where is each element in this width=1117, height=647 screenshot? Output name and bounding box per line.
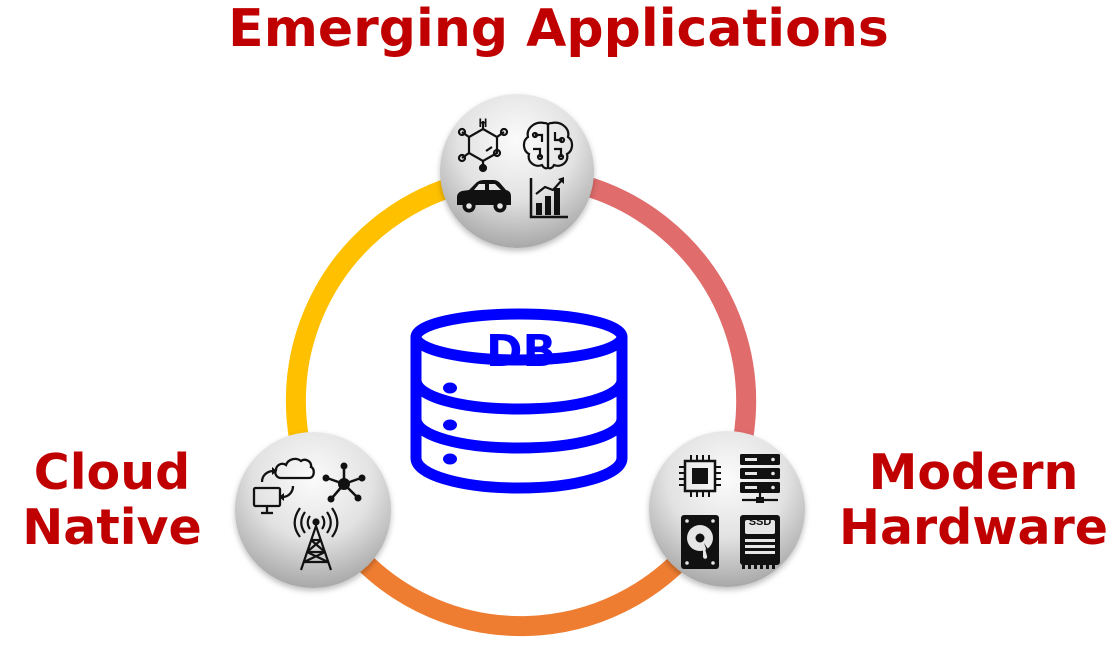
cloud-sync-monitor-icon [252,457,315,515]
database-icon [410,308,628,494]
car-icon [457,180,511,213]
ring-arc-cloud-to-hardware [353,542,698,637]
modern-hardware-node: SSD [649,431,805,587]
db-label: DB [486,326,556,377]
cloud-native-label: Cloud Native [0,444,224,556]
cell-tower-icon [293,507,339,571]
brain-circuit-icon [522,121,574,170]
emerging-applications-label: Emerging Applications [228,0,889,59]
emerging-applications-node: H [440,94,594,248]
ssd-label: SSD [749,516,772,528]
modern-hardware-label-line1: Modern [868,444,1079,501]
cpu-chip-icon [679,455,721,497]
database-indicator-dots [443,382,457,465]
ssd-icon [740,515,780,569]
hard-disk-icon [681,515,719,569]
network-hub-icon [322,462,366,503]
modern-hardware-label: Modern Hardware [830,444,1117,556]
modern-hardware-label-line2: Hardware [838,498,1109,556]
molecule-icon [457,121,509,173]
bar-chart-icon [529,177,568,219]
cloud-native-node [235,432,391,588]
server-rack-icon [740,454,780,503]
molecule-h-glyph: H [479,116,488,130]
cloud-native-label-line1: Cloud [33,444,191,501]
cloud-native-label-line2: Native [22,498,202,556]
